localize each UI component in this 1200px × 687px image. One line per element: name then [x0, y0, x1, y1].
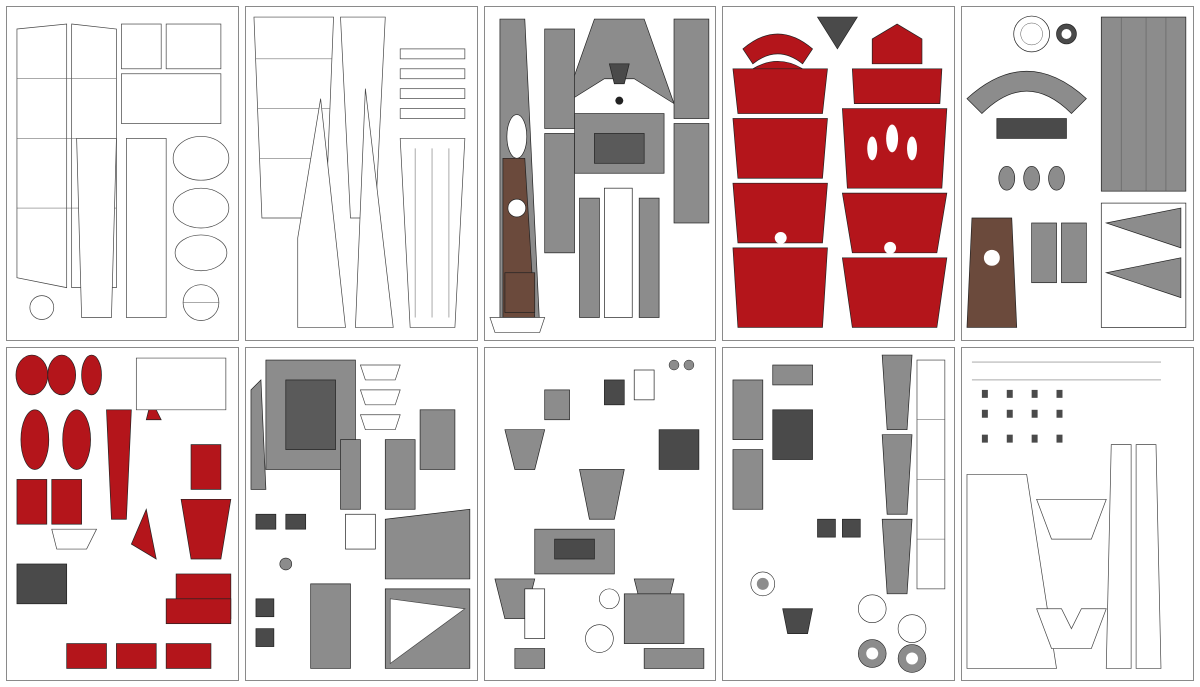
- template-sheet-1: [6, 6, 239, 341]
- template-sheet-5: [961, 6, 1194, 341]
- template-sheet-9: [722, 346, 956, 681]
- sheet-10-parts: [966, 361, 1162, 669]
- template-sheet-7: [244, 346, 478, 681]
- template-sheet-8: [483, 346, 717, 681]
- template-sheet-3: [483, 6, 717, 341]
- sheet-7-parts: [250, 359, 470, 669]
- sheet-8-parts: [494, 359, 704, 669]
- template-sheet-10: [961, 346, 1194, 681]
- template-sheet-6: [6, 346, 239, 681]
- sheet-5-parts: [966, 15, 1187, 328]
- sheet-3-parts: [489, 18, 709, 333]
- sheet-1-parts: [16, 23, 230, 321]
- sheet-4-parts: [732, 16, 948, 328]
- sheet-2-parts: [253, 16, 466, 328]
- template-sheet-2: [244, 6, 478, 341]
- sheet-6-parts: [15, 354, 232, 669]
- sheet-9-parts: [732, 354, 946, 673]
- template-sheet-4: [722, 6, 956, 341]
